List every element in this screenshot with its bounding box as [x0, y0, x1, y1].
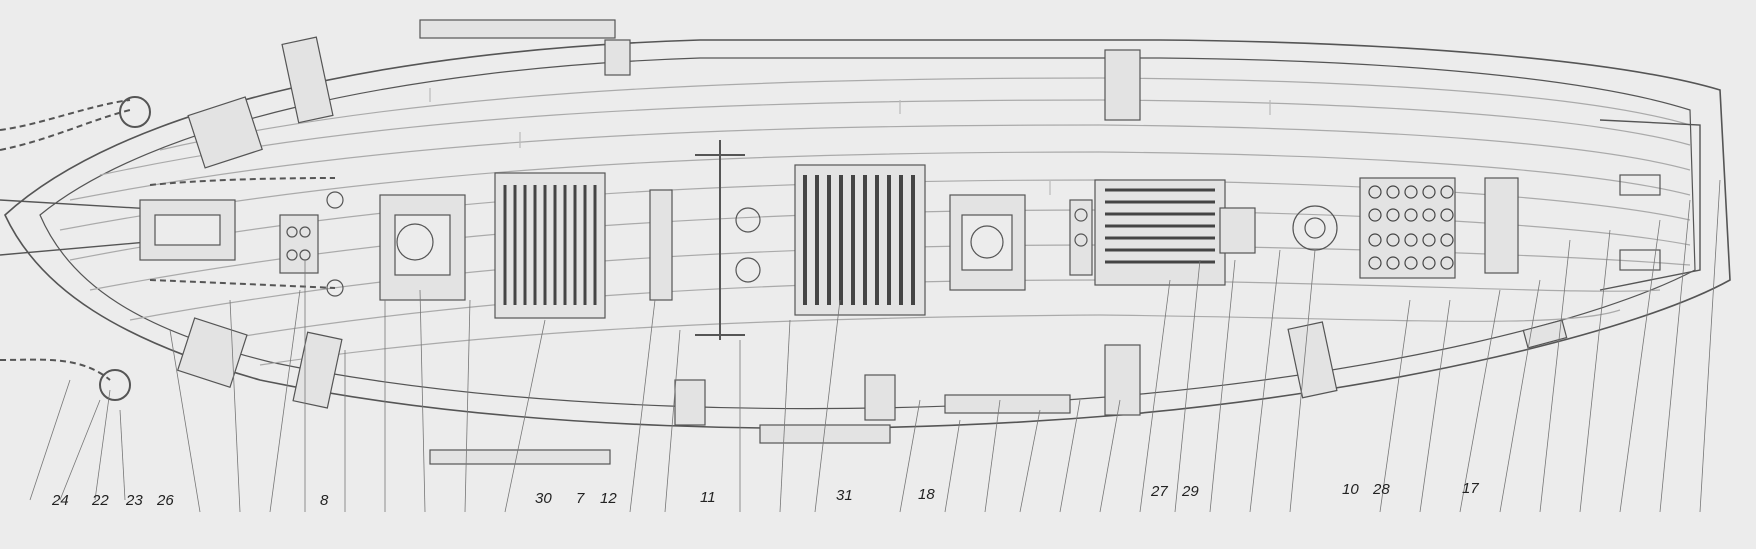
callout-number: 27	[1150, 483, 1168, 500]
callout-number: 22	[91, 492, 109, 509]
callout-number: 12	[600, 490, 617, 507]
callout-number: 24	[51, 492, 69, 509]
callout-number: 8	[320, 492, 329, 509]
callout-number: 23	[125, 492, 143, 509]
callout-number: 17	[1462, 480, 1479, 497]
callout-number: 26	[156, 492, 174, 509]
callout-number: 18	[918, 486, 935, 503]
callout-number: 29	[1181, 483, 1199, 500]
callout-numbers-upper: 24 22 23 26 8 30 7 12 11 31 18 27 29 10 …	[51, 480, 1479, 509]
callout-number: 31	[836, 487, 853, 504]
callout-number: 11	[700, 489, 716, 506]
hull-drawing	[0, 19, 1731, 513]
callout-number: 30	[535, 490, 552, 507]
callout-number: 7	[576, 490, 585, 507]
callout-number: 10	[1342, 481, 1359, 498]
callout-number: 28	[1372, 481, 1390, 498]
